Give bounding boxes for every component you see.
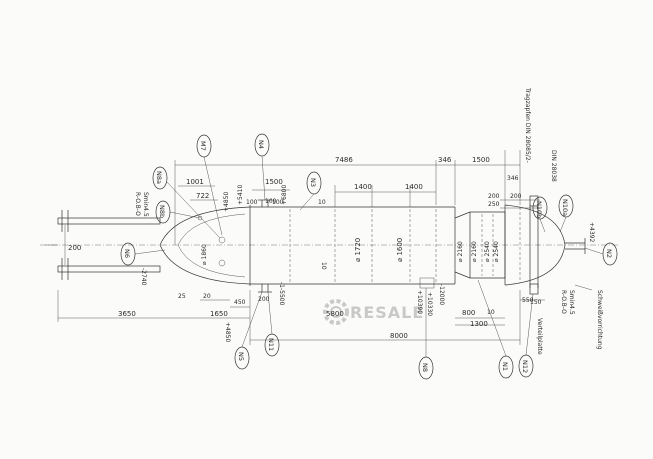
- dim-1001: 1001: [186, 178, 204, 186]
- dim-5410: +5410: [237, 185, 244, 205]
- dia-2160: ⌀ 2160: [471, 241, 478, 262]
- dim-100-a: 100: [265, 198, 277, 205]
- nozzle-label-n10b: N10b: [535, 201, 543, 218]
- dim-200-b: 200: [510, 193, 522, 200]
- dim-10-b: 10: [487, 309, 495, 316]
- dim-1500-a: 1500: [472, 156, 490, 164]
- left-head: [159, 205, 251, 286]
- dim-3650: 3650: [118, 310, 136, 318]
- note-smin-right: Smin4.5: [568, 290, 575, 315]
- dim-10330: +10330: [426, 292, 433, 316]
- dim-1500-b: 1500: [265, 178, 283, 186]
- dim-6800: +6800: [281, 185, 288, 205]
- dim-1400-b: 1400: [405, 183, 423, 191]
- top-dimension-lines: [174, 150, 540, 245]
- nozzle-label-n8b: N8b: [158, 205, 166, 218]
- dim-5800: 5800: [326, 310, 344, 318]
- watermark: RESALE: [350, 303, 424, 322]
- nozzle-label-n11: N11: [267, 338, 275, 351]
- dim-100-c: 100: [272, 199, 284, 206]
- nozzle-label-n2: N2: [605, 249, 613, 258]
- nozzle-balloons: [120, 133, 618, 380]
- nozzle-label-n1: N1: [501, 362, 509, 371]
- dim-722: 722: [196, 192, 209, 200]
- dim-100-b: 100: [246, 199, 258, 206]
- dim-1400-a: 1400: [354, 183, 372, 191]
- dim-overall: 7486: [335, 156, 353, 164]
- note-schweissvorrichtung: Schweißvorrichtung: [596, 290, 603, 350]
- nozzle-label-m7: M7: [199, 141, 207, 151]
- nozzle-label-n4: N4: [257, 140, 265, 149]
- dim-1300: 1300: [470, 320, 488, 328]
- dim-550: 550: [522, 297, 534, 304]
- note-rob-left: R-O.B-O: [134, 192, 141, 216]
- dim-25: 25: [178, 293, 186, 300]
- dim-800: 800: [462, 309, 475, 317]
- note-smin-left: Smin4.5: [142, 192, 149, 217]
- nozzle-label-n12: N12: [521, 360, 529, 373]
- dim-8000: 8000: [390, 332, 408, 340]
- dim-1650: 1650: [210, 310, 228, 318]
- leader-schweiss: [574, 284, 593, 291]
- nozzle-label-n3: N3: [309, 178, 317, 187]
- dim-346-a: 346: [438, 156, 452, 164]
- dim-4850-b: +4850: [224, 322, 231, 342]
- nozzle-label-n8: N8: [421, 363, 429, 372]
- dim-200-c: 200: [258, 296, 270, 303]
- dim-4850-a: +4850: [223, 192, 230, 212]
- dim-10390: +10390: [416, 290, 423, 314]
- dim-150: 150: [530, 299, 542, 306]
- dim-10-a: 10: [318, 199, 326, 206]
- dia-1600: ⌀ 1600: [396, 238, 404, 262]
- dia-1860: ⌀ 1860: [201, 244, 208, 265]
- dim-250: 250: [488, 201, 500, 208]
- bottom-dimension-lines: [45, 244, 545, 345]
- dia-2160-b: ⌀ 2160: [457, 241, 464, 262]
- watermark-gear-icon: [323, 299, 349, 325]
- note-tragzapfen: Tragzapfen DIN 28085/2-: [524, 87, 531, 163]
- nozzle-label-n5: N5: [237, 352, 245, 361]
- dim-1-5500: -1-5500: [278, 282, 285, 306]
- dim-4392: +4392: [588, 222, 595, 242]
- dia-2540-b: ⌀ 2540: [493, 241, 500, 262]
- nozzle-label-n8a: N8a: [155, 171, 163, 184]
- shell-nozzles: [197, 199, 272, 293]
- nozzle-label-n10a: N10a: [561, 199, 569, 216]
- dia-2540: ⌀ 2540: [484, 241, 491, 262]
- note-din: DIN 28038: [550, 150, 557, 182]
- dim-10-c: 10: [320, 262, 327, 270]
- dim-12000: -12000: [438, 284, 445, 305]
- dim-2740: -2740: [140, 268, 147, 286]
- note-verteilplatte: Verteilplatte: [536, 318, 543, 355]
- dim-200-a: 200: [488, 193, 500, 200]
- main-shell: [250, 206, 456, 289]
- dim-346-b: 346: [507, 175, 519, 182]
- dim-200-d: 200: [68, 244, 81, 252]
- nozzle-label-n6: N6: [123, 249, 131, 258]
- note-rob-right: R-O.B-O: [560, 290, 567, 314]
- support-legs: [57, 210, 161, 280]
- dia-1720: ⌀ 1720: [354, 238, 362, 262]
- dim-20: 20: [203, 293, 211, 300]
- dim-450: 450: [234, 299, 246, 306]
